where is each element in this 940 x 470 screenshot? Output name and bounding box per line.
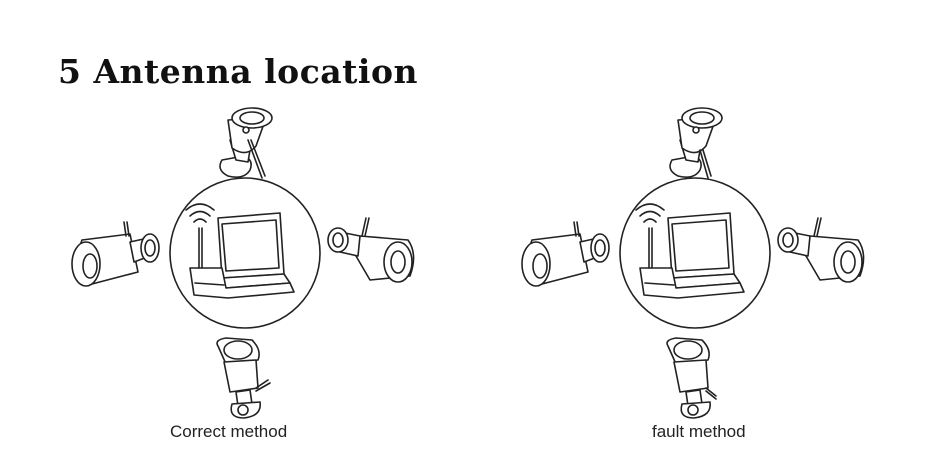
camera-top [669,107,723,179]
panel-fault [521,107,865,419]
camera-right [777,217,865,283]
section-title: 5 Antenna location [58,52,418,91]
camera-bottom [666,337,717,419]
camera-right [327,217,415,283]
caption-correct-method: Correct method [170,422,288,441]
camera-left [71,221,160,287]
camera-top [219,107,273,179]
nvr-monitor-icon [185,203,295,299]
panel-correct [71,107,415,419]
camera-left [521,221,610,287]
nvr-monitor-icon [635,203,745,299]
caption-fault-method: fault method [652,422,746,441]
camera-bottom [216,337,271,419]
